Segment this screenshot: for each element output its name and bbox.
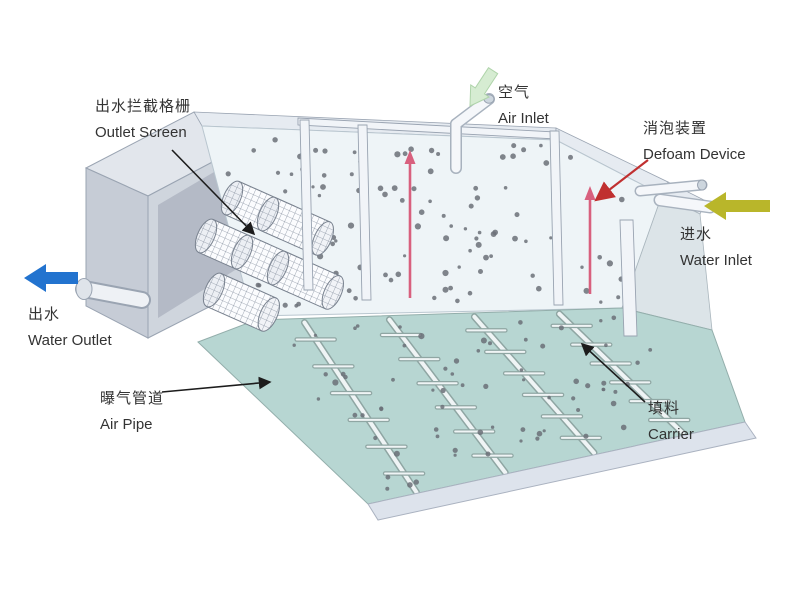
flow-indicator-rods: [404, 150, 596, 298]
air-inlet-pipe: [450, 93, 495, 174]
frame-posts: [297, 117, 638, 337]
leader-carrier: [580, 342, 646, 403]
water-outlet-arrow: [24, 264, 78, 292]
defoam-pipe: [634, 179, 708, 197]
carrier-dots-floor: [292, 315, 653, 491]
front-wall: [367, 421, 757, 521]
water-inlet-arrow: [704, 192, 770, 220]
water-outlet-pipe: [75, 278, 151, 309]
outlet-screen-cylinders: [194, 180, 344, 332]
air-inlet-arrow: [469, 67, 499, 107]
leader-outlet-screen: [171, 149, 256, 236]
water-inlet-pipe: [653, 193, 717, 214]
leader-defoam: [594, 159, 649, 202]
leader-arrows: [161, 149, 649, 403]
leader-air-pipe: [161, 376, 272, 393]
